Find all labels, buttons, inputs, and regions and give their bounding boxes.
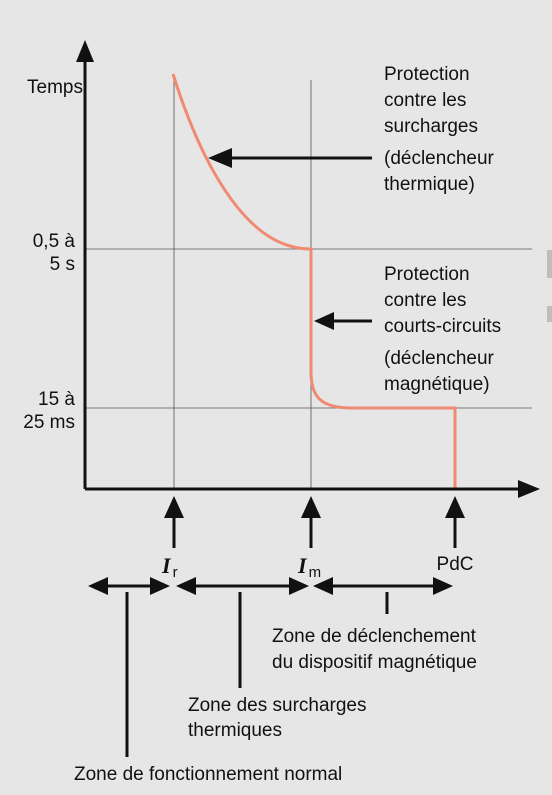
thermal-annotation-line-3: surcharges: [384, 116, 478, 137]
zone-thermal-label-line-2: thermiques: [188, 720, 282, 741]
edge-mark-1: [547, 250, 552, 278]
magnetic-annotation: Protection contre les courts-circuits (d…: [384, 264, 501, 395]
tick-label-25ms-line2: 25 ms: [23, 412, 75, 433]
tick-label-5s-line2: 5 s: [50, 254, 75, 275]
pdc-up-arrowhead: [445, 496, 465, 518]
zone-normal-arrow: [88, 577, 170, 595]
magnetic-annotation-line-3: courts-circuits: [384, 316, 501, 337]
zone-thermal-arrow: [176, 577, 309, 595]
thermal-annotation-line-5: thermique): [384, 174, 475, 195]
thermal-annotation-line-2: contre les: [384, 90, 466, 111]
zone-thermal-label-line-1: Zone des surcharges: [188, 695, 367, 716]
pdc-label: PdC: [437, 554, 474, 575]
thermal-annotation-line-4: (déclencheur: [384, 148, 495, 169]
y-axis-label: Temps: [27, 77, 83, 98]
magnetic-annotation-line-1: Protection: [384, 264, 470, 285]
magnetic-pointer-arrowhead: [314, 312, 334, 330]
tick-label-5s-line1: 0,5 à: [33, 231, 76, 252]
thermal-annotation-line-1: Protection: [384, 64, 470, 85]
zone-magnetic-label-line-2: du dispositif magnétique: [272, 652, 477, 673]
im-up-arrowhead: [301, 496, 321, 518]
magnetic-annotation-line-5: magnétique): [384, 374, 490, 395]
x-axis-arrowhead: [518, 480, 540, 498]
magnetic-annotation-line-2: contre les: [384, 290, 466, 311]
edge-mark-2: [547, 306, 552, 322]
zone-magnetic-label-line-1: Zone de déclenchement: [272, 626, 477, 647]
y-axis-arrowhead: [76, 40, 94, 62]
zone-normal-label: Zone de fonctionnement normal: [74, 764, 342, 785]
magnetic-annotation-line-4: (déclencheur: [384, 348, 495, 369]
trip-curve: [171, 73, 457, 489]
zone-magnetic-arrow: [313, 577, 453, 595]
ir-up-arrowhead: [164, 496, 184, 518]
thermal-pointer-arrowhead: [208, 148, 232, 168]
tick-label-25ms-line1: 15 à: [38, 389, 75, 410]
thermal-annotation: Protection contre les surcharges (déclen…: [384, 64, 495, 195]
